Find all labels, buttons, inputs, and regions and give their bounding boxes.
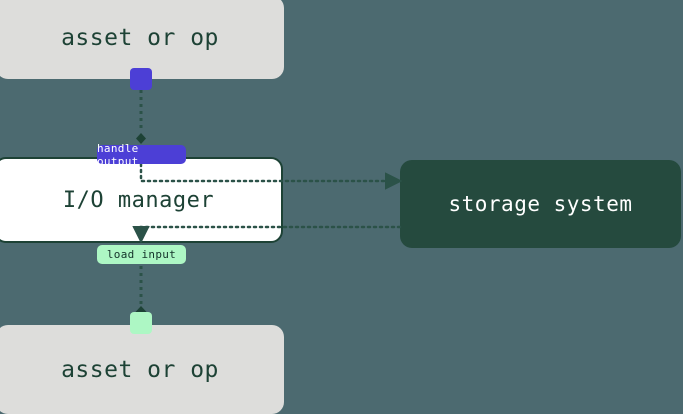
node-label: asset or op xyxy=(61,24,219,51)
node-storage-system[interactable]: storage system xyxy=(400,160,681,248)
node-label: storage system xyxy=(448,192,633,216)
input-port-icon[interactable] xyxy=(130,312,152,334)
node-asset-or-op-bottom[interactable]: asset or op xyxy=(0,325,284,414)
node-asset-or-op-top[interactable]: asset or op xyxy=(0,0,284,79)
node-label: I/O manager xyxy=(62,187,215,213)
node-label: asset or op xyxy=(61,356,219,383)
edge-label-handle-output[interactable]: handle output xyxy=(97,142,186,168)
edge-label-load-input[interactable]: load input xyxy=(97,245,186,264)
edge-asset-to-handle-output xyxy=(136,90,146,144)
edge-label-text: load input xyxy=(106,248,177,261)
node-io-manager[interactable]: I/O manager xyxy=(0,157,283,243)
output-port-icon[interactable] xyxy=(130,68,152,90)
edge-label-text: handle output xyxy=(97,141,139,168)
